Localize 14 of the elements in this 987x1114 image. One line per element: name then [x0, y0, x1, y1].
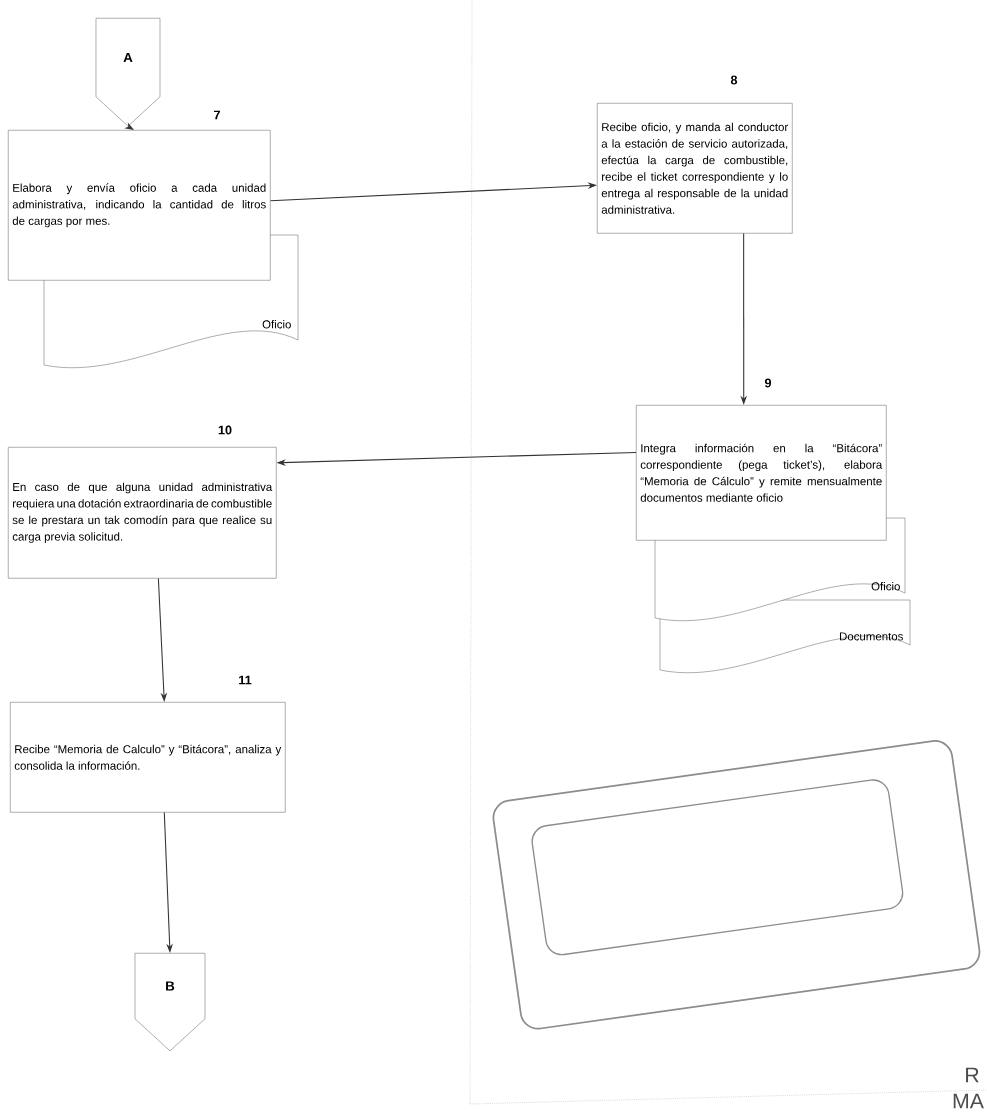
- step-number: 9: [764, 378, 772, 388]
- margin-text: MA: [953, 1093, 984, 1109]
- process-box: En caso de que alguna unidad administrativa requiera una dotación extraordinaria de combustible se le prestara un tak comodín para que realice su carga previa solicitud.: [8, 447, 277, 579]
- offpage-connector: B: [134, 953, 206, 1052]
- step-number: 11: [239, 675, 252, 685]
- process-box: Integra información en la “Bitácora” correspondiente (pega ticket’s), elabora “Memoria de Cálculo” y remite mensualmente documentos mediante oficio: [636, 405, 887, 541]
- offpage-connector: A: [95, 18, 161, 127]
- process-box: Recibe oficio, y manda al conductor a la estación de servicio autorizada, efectúa la carga de combustible, recibe el ticket correspondiente y lo entrega al responsable de la unidad administrativa.: [597, 103, 793, 234]
- process-box: Elabora y envía oficio a cada unidad administrativa, indicando la cantidad de litros de cargas por mes.: [8, 130, 271, 281]
- step-number: 10: [218, 425, 232, 435]
- step-number: 7: [214, 110, 220, 120]
- margin-text: R: [966, 1067, 979, 1083]
- process-box: Recibe “Memoria de Calculo” y “Bitácora”, analiza y consolida la información.: [10, 702, 286, 813]
- step-number: 8: [730, 75, 738, 85]
